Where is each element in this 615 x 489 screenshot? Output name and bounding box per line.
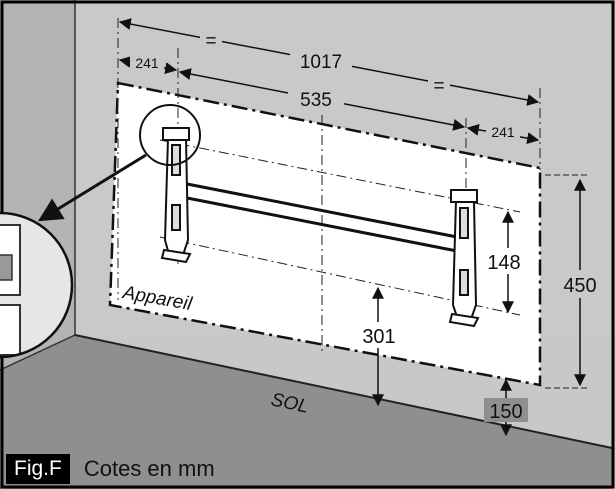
- detail-pointer-arrow: [37, 153, 147, 222]
- dim-offset-left-bg: [130, 55, 164, 71]
- dim-offset-left: 241: [135, 55, 159, 71]
- dim-equal-left: =: [205, 31, 216, 52]
- dim-offset-right-bg: [486, 124, 520, 140]
- dim-bracket-spacing: 535: [300, 90, 332, 111]
- rail-lower: [181, 195, 463, 254]
- dim-bracket-height-bg: [482, 248, 526, 274]
- dim-total-width: 1017: [300, 52, 342, 73]
- bracket-left: [160, 127, 192, 264]
- dim-spacing-bg: [288, 86, 344, 110]
- figure-label: Fig.F: [6, 454, 70, 484]
- dim-total-bg: [290, 48, 352, 72]
- floor-side-edge: [0, 334, 76, 371]
- dim-equal-right: =: [433, 76, 444, 97]
- dim-device-height-bg: [556, 270, 604, 298]
- dim-bracket-floor-clearance: 301: [362, 326, 395, 348]
- dim-150-bg: [484, 398, 528, 422]
- dim-301-bg: [358, 322, 400, 348]
- figure-caption-row: Fig.F Cotes en mm: [6, 452, 215, 486]
- figure-caption: Cotes en mm: [83, 456, 215, 481]
- device-outline: [108, 81, 542, 387]
- dim-floor-clearance: 150: [489, 401, 522, 423]
- floor-wall-edge: [74, 334, 613, 449]
- dim-eq-left-bg: [200, 30, 222, 50]
- dim-device-height: 450: [563, 275, 596, 297]
- magnified-detail-border: [0, 211, 74, 359]
- bracket-right: [448, 189, 480, 328]
- dim-offset-right: 241: [491, 124, 515, 140]
- floor: [0, 335, 612, 489]
- dim-bracket-height: 148: [487, 252, 520, 274]
- rail-upper: [181, 181, 463, 240]
